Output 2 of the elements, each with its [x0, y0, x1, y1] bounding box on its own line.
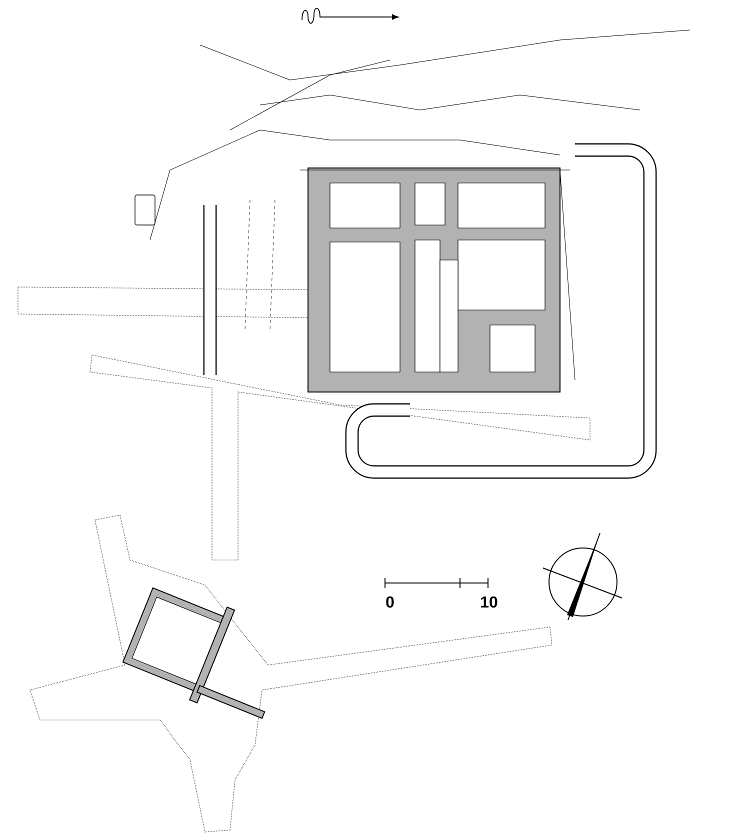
scale-label: 10: [481, 596, 498, 608]
scale-label: 0: [386, 596, 394, 608]
